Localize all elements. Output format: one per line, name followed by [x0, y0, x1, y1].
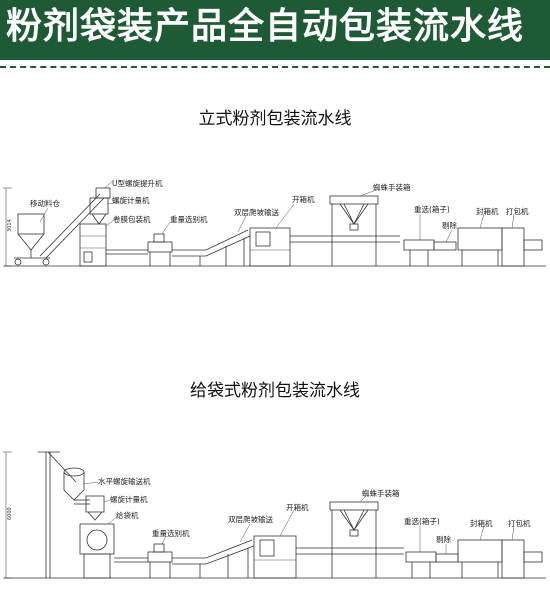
bag-given-line-diagram: 6000 水平螺旋输送机 螺旋计量机 给袋机 重量选别: [3, 451, 546, 579]
reject-station: [433, 229, 457, 251]
reject-station-2: [435, 544, 459, 563]
section-title-vertical: 立式粉剂包装流水线: [198, 109, 352, 129]
weight-checker-2: [147, 535, 173, 578]
label-carton-opener-2: 开箱机: [286, 502, 309, 512]
header-divider: [0, 66, 550, 68]
vertical-line-diagram: 3014 移动料仓 U型螺旋提升机 螺旋计量机 卷膜包装机: [3, 178, 546, 267]
label-double-slope-2: 双层爬坡输送: [228, 514, 273, 524]
bag-feeder: [79, 515, 119, 579]
screw-meter-2: [85, 495, 111, 521]
label-spider-robot-2: 蜘蛛手装箱: [362, 488, 400, 498]
spider-robot: [329, 189, 379, 266]
label-reweigh: 重选(箱子): [414, 204, 450, 214]
label-double-slope: 双层爬坡输送: [234, 207, 279, 217]
label-spider-robot: 蜘蛛手装箱: [373, 182, 411, 192]
label-reject: 剔除: [442, 220, 457, 230]
label-carton-opener: 开箱机: [292, 194, 315, 204]
label-horizontal-screw: 水平螺旋输送机: [98, 476, 151, 486]
double-slope-conveyor-2: [172, 523, 255, 578]
label-strapper-2: 打包机: [508, 518, 531, 528]
header-banner: 粉剂袋装产品全自动包装流水线: [0, 0, 550, 60]
carton-sealer: [457, 213, 503, 266]
spider-robot-2: [329, 495, 379, 578]
film-packer: [79, 219, 115, 267]
support-column: [38, 451, 77, 578]
label-screw-meter: 螺旋计量机: [112, 195, 150, 205]
reweigh-box-2: [405, 526, 437, 578]
carton-sealer-2: [457, 525, 503, 578]
label-sealer: 封箱机: [476, 206, 499, 216]
label-reweigh-2: 重选(箱子): [404, 516, 440, 526]
mobile-mixer: [14, 207, 50, 266]
strapper-2: [501, 525, 543, 579]
weight-checker: [147, 221, 173, 266]
label-weight-checker: 重量选别机: [170, 214, 208, 224]
dimension-text-2: 6000: [7, 507, 13, 520]
label-reject-2: 剔除: [436, 534, 451, 544]
label-strapper: 打包机: [506, 206, 529, 216]
dimension-text-1: 3014: [7, 219, 13, 232]
label-u-screw-lifter: U型螺旋提升机: [112, 178, 163, 188]
horizontal-screw-conveyor: [63, 467, 99, 505]
strapper: [501, 213, 543, 267]
label-weight-checker-2: 重量选别机: [152, 528, 190, 538]
header-title: 粉剂袋装产品全自动包装流水线: [6, 6, 525, 47]
carton-opener: [249, 203, 295, 267]
label-screw-meter-2: 螺旋计量机: [110, 494, 148, 504]
label-bag-feeder: 给袋机: [116, 510, 139, 520]
label-mobile-mixer: 移动料仓: [30, 198, 60, 208]
label-film-packer: 卷膜包装机: [113, 214, 151, 224]
u-screw-lifter: [39, 181, 113, 259]
double-slope-conveyor: [172, 215, 251, 266]
carton-opener-2: [253, 509, 297, 579]
reweigh-box: [403, 214, 435, 266]
label-sealer-2: 封箱机: [470, 518, 493, 528]
section-title-bag-given: 给袋式粉剂包装流水线: [190, 381, 360, 401]
